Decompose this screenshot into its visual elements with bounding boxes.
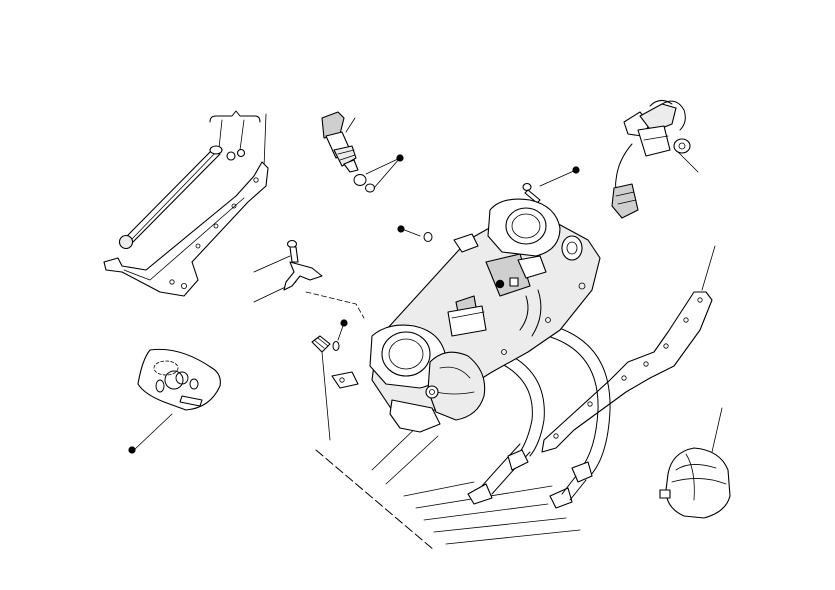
throttle-body-assembly (331, 198, 601, 433)
throttle-bracket (103, 161, 269, 297)
idle-screw (311, 335, 340, 353)
cover-cap (659, 447, 731, 519)
bullet-dot-screw (572, 166, 580, 174)
intake-hoses (467, 323, 611, 509)
bullet-markers (128, 154, 580, 454)
small-o-ring (423, 232, 433, 242)
cable-clip (283, 239, 323, 291)
wiring-harness (611, 100, 691, 219)
bullet-dot-idle-screw (340, 319, 348, 327)
bullet-dot-oring (397, 225, 405, 233)
injector-o-rings (353, 174, 433, 242)
bullet-dot-injector (396, 154, 404, 162)
gasket-kit (137, 348, 221, 411)
fuel-injector (321, 111, 359, 173)
throttle-linkage-rod (118, 145, 246, 250)
support-bracket (541, 291, 713, 453)
bullet-dot-gasket-kit (128, 446, 136, 454)
